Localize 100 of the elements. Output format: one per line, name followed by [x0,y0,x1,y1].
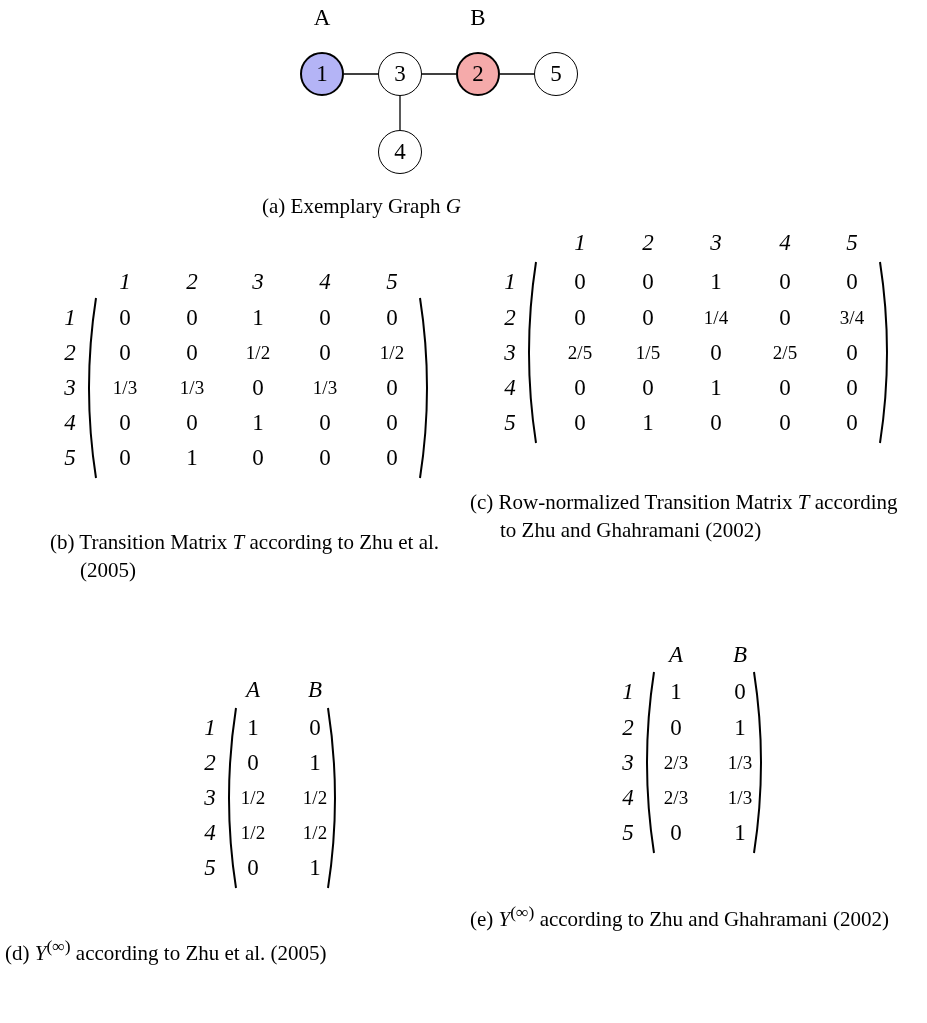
matrix-entry: 1 [252,305,264,331]
matrix-entry: 1 [734,715,746,741]
matrix-entry: 1 [247,715,259,741]
matrix-entry: 0 [309,715,321,741]
row-header: 2 [204,750,216,776]
column-header: 1 [119,269,131,295]
matrix-entry: 0 [574,410,586,436]
row-header: 3 [504,340,516,366]
matrix-entry: 0 [779,410,791,436]
node-label: B [470,5,486,31]
edge-line [499,73,535,75]
node-label: A [313,5,331,31]
matrix-entry: 1/2 [379,342,405,364]
matrix-entry: 0 [186,410,198,436]
matrix-entry: 0 [119,410,131,436]
matrix-entry: 0 [119,445,131,471]
matrix-entry: 0 [319,305,331,331]
matrix-entry: 1 [309,750,321,776]
matrix-entry: 0 [846,340,858,366]
matrix-entry: 1/2 [240,787,266,809]
row-header: 2 [64,340,76,366]
edge-line [399,95,401,131]
column-header: 5 [846,230,858,256]
matrix-entry: 0 [710,340,722,366]
row-header: 1 [64,305,76,331]
matrix-entry: 0 [642,375,654,401]
matrix-entry: 1/3 [112,377,138,399]
matrix-entry: 0 [574,269,586,295]
matrix-entry: 1 [309,855,321,881]
matrix-entry: 1 [710,269,722,295]
column-header: 2 [642,230,654,256]
row-header: 5 [64,445,76,471]
edge-line [421,73,457,75]
row-header: 3 [622,750,634,776]
row-header: 1 [622,679,634,705]
matrix-entry: 1 [642,410,654,436]
matrix-entry: 1/5 [635,342,661,364]
column-header: B [307,677,323,703]
matrix-entry: 0 [642,269,654,295]
row-header: 5 [622,820,634,846]
column-header: 2 [186,269,198,295]
matrix-entry: 0 [252,375,264,401]
graph-node: 4 [378,130,422,174]
matrix-entry: 0 [779,269,791,295]
row-header: 2 [622,715,634,741]
matrix-entry: 1/3 [312,377,338,399]
matrix-entry: 0 [846,269,858,295]
matrix-entry: 2/3 [663,787,689,809]
row-header: 1 [504,269,516,295]
matrix-entry: 3/4 [839,307,865,329]
column-header: 3 [710,230,722,256]
matrix-entry: 2/3 [663,752,689,774]
matrix-entry: 0 [319,340,331,366]
matrix-entry: 1/2 [302,787,328,809]
row-header: 3 [204,785,216,811]
column-header: 3 [252,269,264,295]
matrix-entry: 0 [247,750,259,776]
column-header: 4 [779,230,791,256]
matrix-entry: 0 [779,375,791,401]
matrix-entry: 0 [846,410,858,436]
matrix-entry: 0 [574,305,586,331]
matrix-entry: 0 [386,375,398,401]
row-header: 4 [622,785,634,811]
matrix-entry: 0 [710,410,722,436]
matrix-entry: 0 [642,305,654,331]
matrix-entry: 1 [710,375,722,401]
matrix-entry: 1/3 [727,752,753,774]
figure-caption: (c) Row-normalized Transition Matrix T according to Zhu and Ghahramani (2002) [470,489,899,544]
matrix-entry: 0 [119,340,131,366]
matrix-entry: 0 [386,410,398,436]
matrix-entry: 0 [186,340,198,366]
matrix-entry: 0 [186,305,198,331]
graph-node: 5 [534,52,578,96]
matrix-entry: 1 [252,410,264,436]
matrix-entry: 0 [670,715,682,741]
matrix-entry: 1/3 [179,377,205,399]
matrix-entry: 0 [252,445,264,471]
matrix-entry: 0 [779,305,791,331]
matrix-entry: 1 [670,679,682,705]
row-header: 5 [204,855,216,881]
figure-caption: (d) Y$^{(∞)}$ according to Zhu et al. (2005) [5,935,328,967]
matrix-entry: 0 [319,445,331,471]
figure-caption: (e) Y$^{(∞)}$ according to Zhu and Ghahramani (2002) [470,901,890,933]
matrix-entry: 1/2 [240,822,266,844]
row-header: 5 [504,410,516,436]
column-header: B [732,642,748,668]
matrix-entry: 1 [734,820,746,846]
matrix-entry: 2/5 [772,342,798,364]
column-header: 5 [386,269,398,295]
matrix-entry: 0 [386,445,398,471]
graph-node: 3 [378,52,422,96]
matrix-entry: 0 [734,679,746,705]
figure-caption: (b) Transition Matrix T according to Zhu et al. (2005) [50,529,441,584]
column-header: 1 [574,230,586,256]
row-header: 3 [64,375,76,401]
matrix-entry: 1/2 [245,342,271,364]
row-header: 2 [504,305,516,331]
graph-node: 2 [456,52,500,96]
row-header: 4 [64,410,76,436]
row-header: 1 [204,715,216,741]
